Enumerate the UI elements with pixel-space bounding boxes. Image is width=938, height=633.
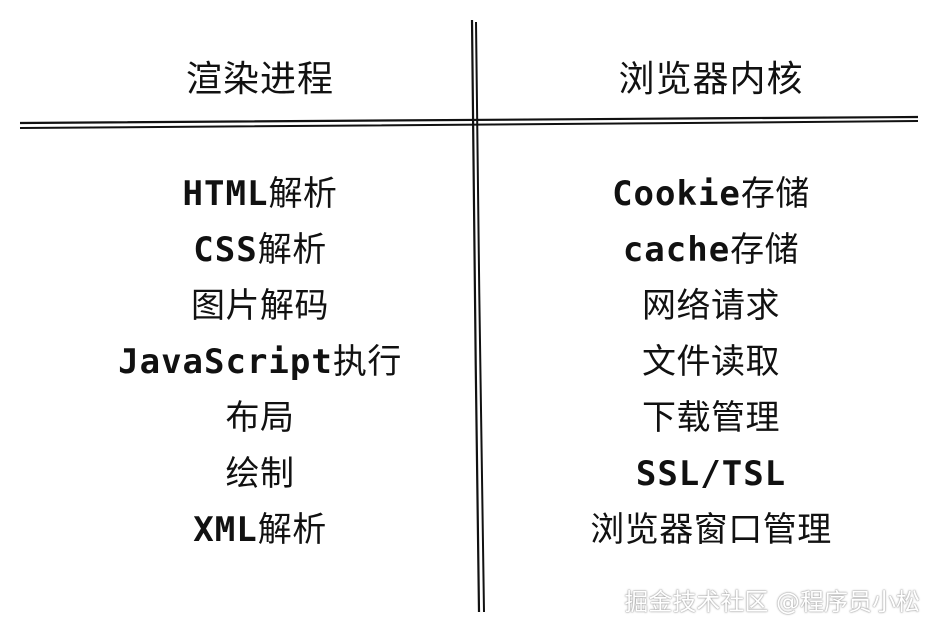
horizontal-divider-second — [19, 120, 919, 129]
list-item: 网络请求 — [642, 286, 780, 326]
rendering-process-list: HTML解析 CSS解析 图片解码 JavaScript执行 布局 绘制 XML… — [20, 166, 474, 558]
list-item: Cookie存储 — [612, 174, 810, 214]
watermark-text: 掘金技术社区 @程序员小松 — [624, 588, 920, 616]
list-item: JavaScript执行 — [118, 342, 402, 382]
list-item: 图片解码 — [191, 286, 329, 326]
list-item: SSL/TSL — [635, 454, 787, 494]
list-item: 文件读取 — [642, 342, 780, 382]
column-header-browser-kernel: 浏览器内核 — [618, 59, 804, 100]
rendering-process-column: 渲染进程 HTML解析 CSS解析 图片解码 JavaScript执行 布局 绘… — [20, 0, 474, 633]
list-item: 下载管理 — [642, 398, 780, 438]
list-item: XML解析 — [193, 510, 327, 550]
list-item: 绘制 — [225, 454, 295, 494]
list-item: HTML解析 — [182, 174, 338, 214]
list-item: CSS解析 — [193, 230, 327, 270]
list-item: 布局 — [225, 398, 295, 438]
vertical-divider-second — [475, 21, 485, 613]
browser-kernel-list: Cookie存储 cache存储 网络请求 文件读取 下载管理 SSL/TSL … — [478, 166, 918, 558]
horizontal-divider — [19, 115, 919, 125]
list-item: 浏览器窗口管理 — [590, 510, 832, 550]
vertical-divider — [470, 19, 481, 613]
browser-kernel-column: 浏览器内核 Cookie存储 cache存储 网络请求 文件读取 下载管理 SS… — [478, 0, 918, 633]
column-header-rendering-process: 渲染进程 — [185, 59, 334, 100]
list-item: cache存储 — [622, 230, 800, 270]
